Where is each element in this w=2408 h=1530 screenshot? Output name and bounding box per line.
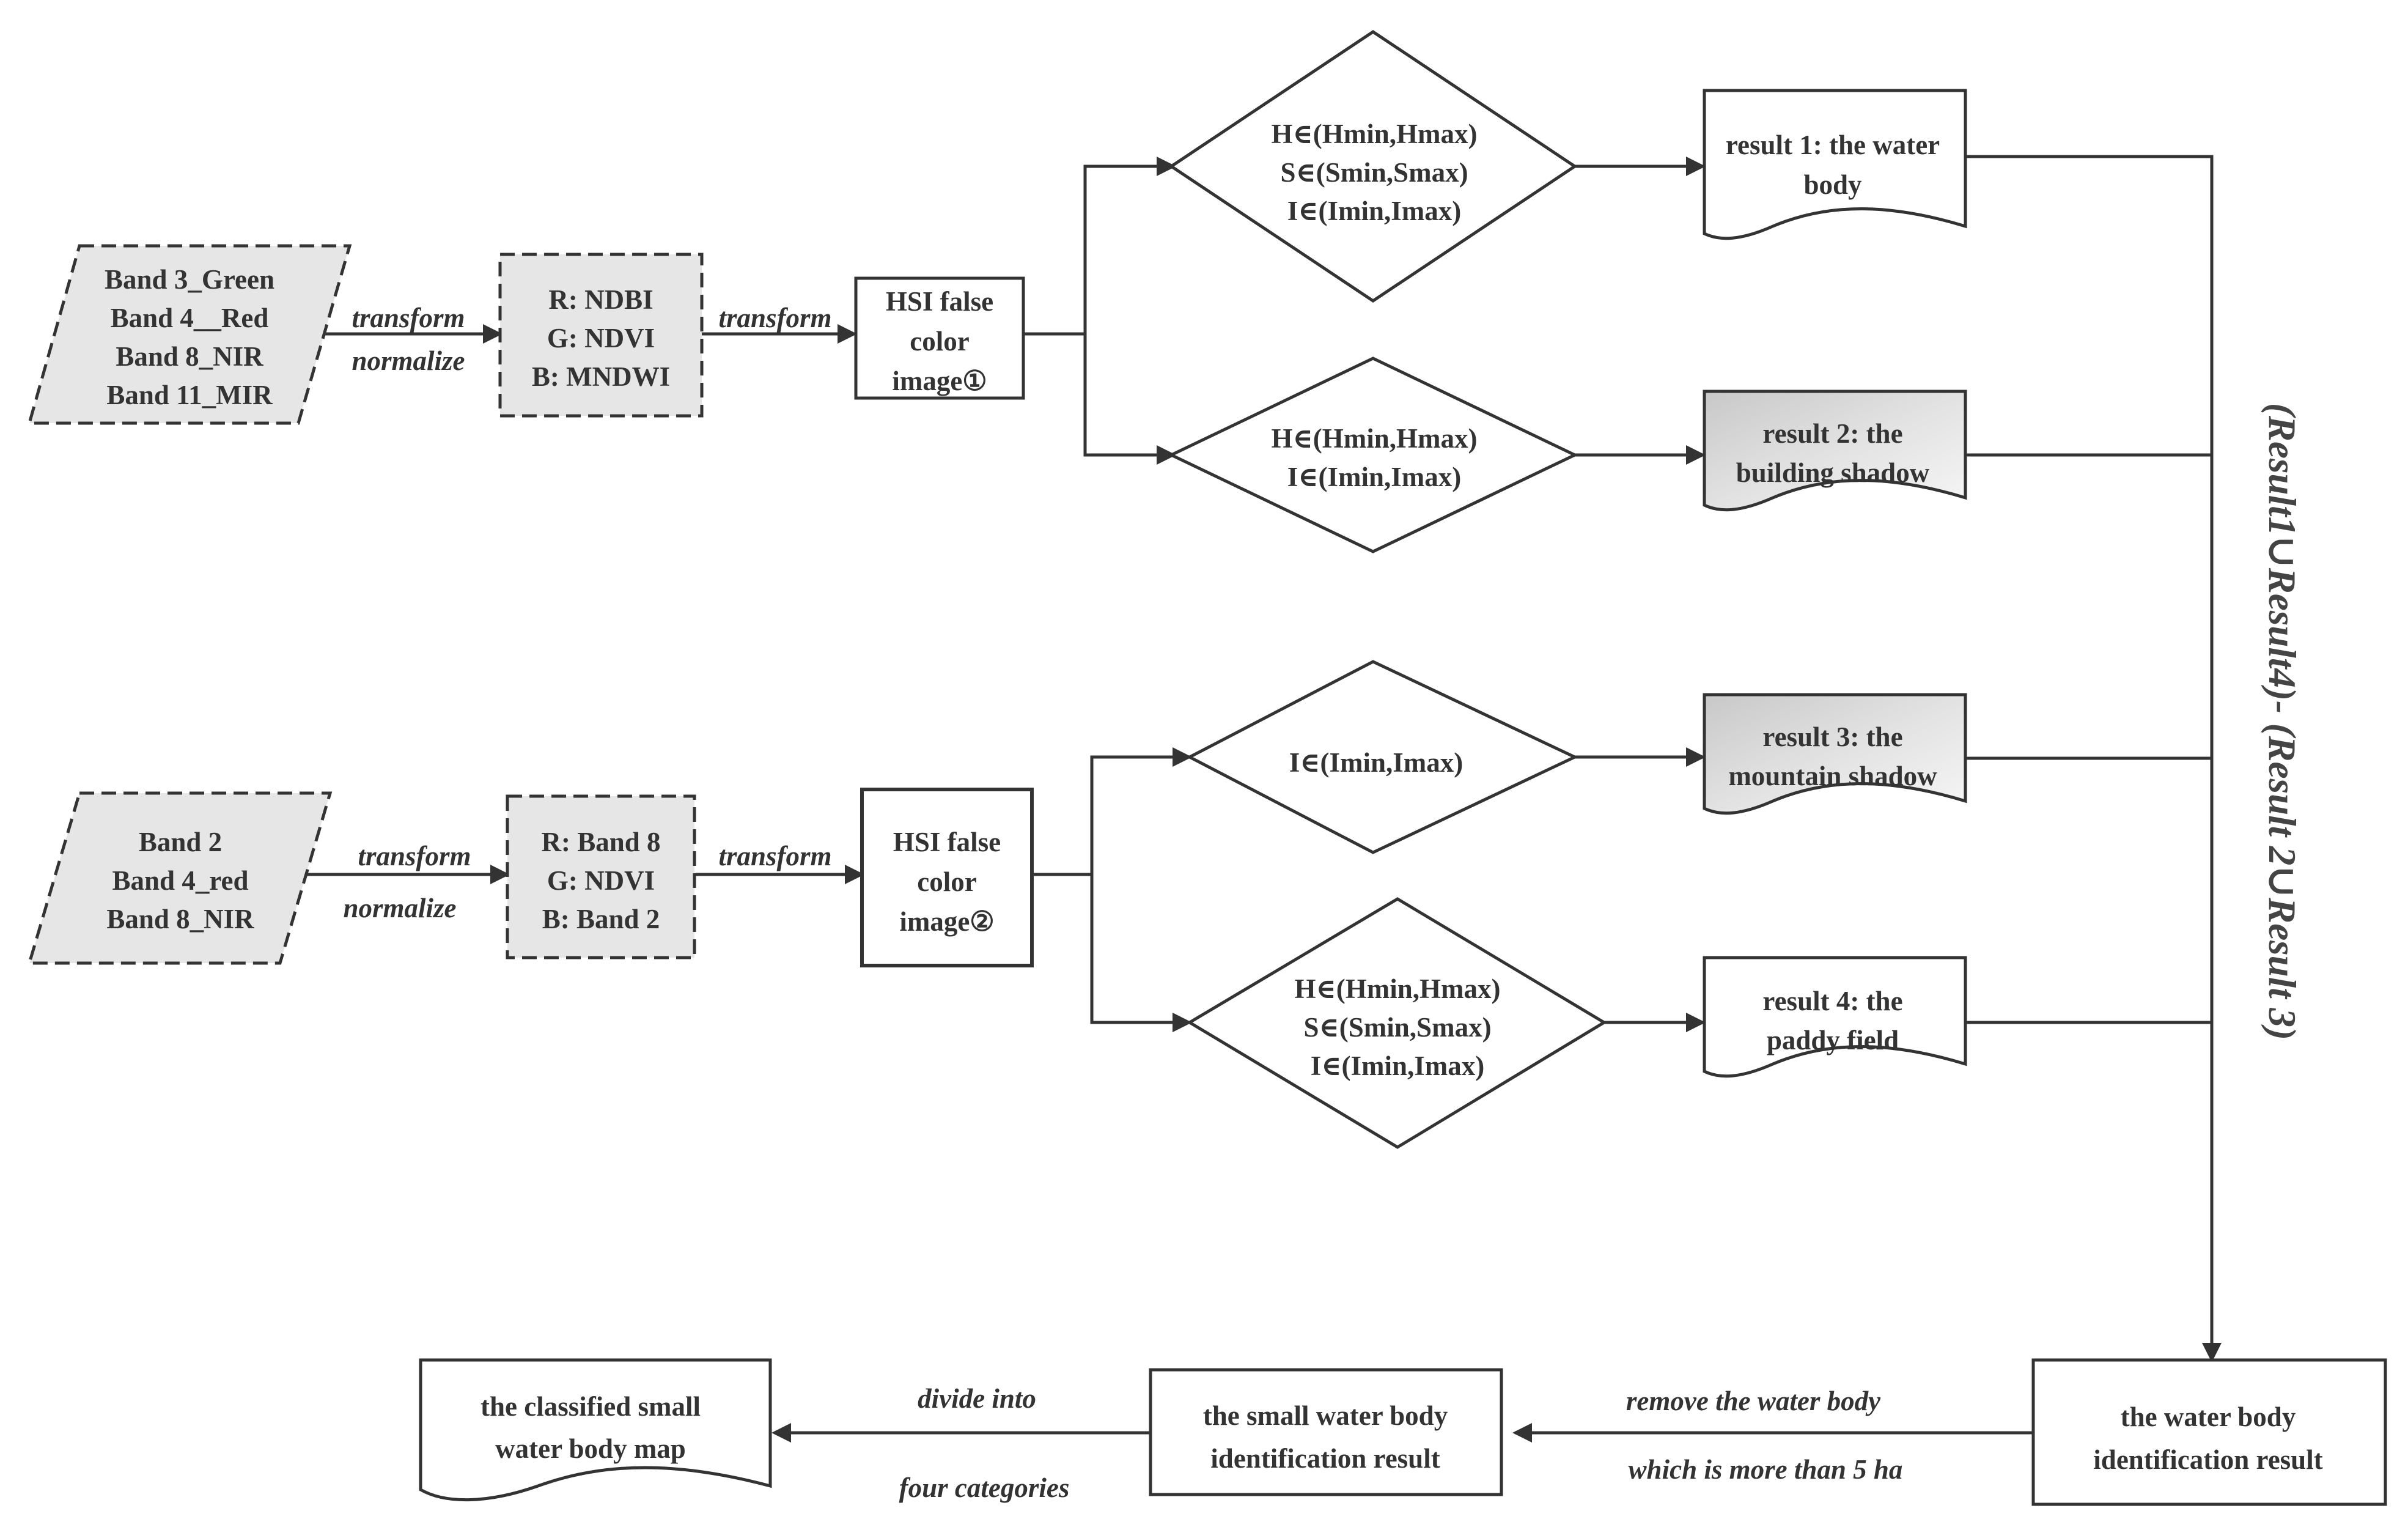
result2-document[interactable]	[1703, 390, 1967, 512]
shapes	[27, 29, 2387, 1506]
result4-line: result 4: the	[1762, 986, 1902, 1016]
input1-line: Band 3_Green	[105, 264, 274, 295]
edge-hsi1-to-cond2	[1083, 334, 1174, 457]
result3-document[interactable]	[1703, 693, 1967, 815]
comp1-box[interactable]	[498, 253, 704, 418]
hsi1-line: color	[910, 326, 969, 357]
cond4-line: I∈(Imin,Imax)	[1311, 1051, 1485, 1081]
hsi2-line: HSI false	[893, 827, 1001, 857]
edge-label-normalize: normalize	[352, 346, 465, 376]
edge-hsi2-to-cond4	[1090, 874, 1190, 1024]
result4-document[interactable]	[1703, 956, 1967, 1078]
water-result-line: identification result	[2093, 1444, 2322, 1475]
edge-label-divide: divide into	[918, 1383, 1036, 1414]
input1-parallelogram[interactable]	[27, 244, 352, 425]
edge-label-remove-threshold: which is more than 5 ha	[1629, 1454, 1903, 1485]
cond1-diamond[interactable]	[1168, 29, 1578, 303]
result1-line: result 1: the water	[1726, 130, 1940, 160]
edge-label-normalize: normalize	[343, 893, 456, 923]
edge-label-transform: transform	[358, 841, 471, 871]
connectors	[306, 155, 2214, 1435]
arrowhead	[1686, 157, 1706, 176]
cond2-line: I∈(Imin,Imax)	[1287, 462, 1462, 492]
edge-label-categories: four categories	[899, 1473, 1070, 1503]
comp2-line: R: Band 8	[541, 827, 660, 857]
comp2-box[interactable]	[506, 794, 696, 959]
result1-line: body	[1803, 169, 1862, 200]
cond2-line: H∈(Hmin,Hmax)	[1271, 423, 1477, 454]
water-result-box[interactable]	[2031, 1358, 2387, 1506]
input2-line: Band 4_red	[112, 865, 249, 896]
input1-line: Band 4__Red	[111, 303, 269, 333]
result3-line: result 3: the	[1762, 722, 1902, 752]
hsi1-line: HSI false	[886, 286, 993, 317]
cond1-line: S∈(Smin,Smax)	[1280, 157, 1468, 188]
arrowhead	[1686, 1013, 1706, 1032]
arrowhead	[2202, 1343, 2222, 1362]
comp2-line: G: NDVI	[547, 865, 655, 896]
cond2-diamond[interactable]	[1168, 357, 1578, 553]
arrowhead	[1157, 157, 1176, 176]
result1-document[interactable]	[1703, 89, 1967, 240]
arrowheads	[483, 157, 2222, 1443]
input2-line: Band 8_NIR	[106, 904, 254, 934]
arrowhead	[1157, 445, 1176, 465]
arrowhead	[490, 865, 510, 884]
arrowhead	[1173, 1013, 1192, 1032]
input1-line: Band 8_NIR	[116, 341, 263, 372]
classified-map-line: the classified small	[480, 1391, 701, 1422]
water-result-line: the water body	[2121, 1402, 2296, 1432]
arrowhead	[1173, 747, 1192, 767]
cond4-line: S∈(Smin,Smax)	[1303, 1012, 1491, 1043]
small-result-line: the small water body	[1203, 1400, 1448, 1431]
edge-label-transform: transform	[718, 841, 831, 871]
hsi2-box[interactable]	[860, 788, 1034, 967]
edge-labels: transform normalize transform transform …	[343, 303, 1902, 1503]
cond1-line: H∈(Hmin,Hmax)	[1271, 119, 1477, 149]
comp2-line: B: Band 2	[542, 904, 660, 934]
arrowhead	[838, 324, 857, 344]
result2-line: building shadow	[1736, 457, 1930, 488]
edge-results-collector	[1965, 155, 2214, 1360]
classified-map-line: water body map	[495, 1433, 686, 1464]
hsi2-line: color	[917, 867, 976, 897]
input1-line: Band 11_MIR	[106, 380, 273, 410]
arrowhead	[1686, 747, 1706, 767]
node-labels: Band 3_Green Band 4__Red Band 8_NIR Band…	[105, 119, 2323, 1475]
result4-line: paddy field	[1767, 1025, 1899, 1055]
comp1-line: G: NDVI	[547, 323, 655, 353]
cond3-line: I∈(Imin,Imax)	[1289, 747, 1464, 778]
small-result-box[interactable]	[1149, 1368, 1503, 1496]
input2-parallelogram[interactable]	[27, 791, 333, 965]
result3-line: mountain shadow	[1728, 761, 1937, 791]
hsi1-box[interactable]	[854, 276, 1025, 400]
result2-line: result 2: the	[1762, 418, 1902, 449]
comp1-line: B: MNDWI	[532, 361, 670, 392]
arrowhead	[845, 865, 864, 884]
input2-line: Band 2	[139, 827, 222, 857]
edge-label-transform: transform	[718, 303, 831, 333]
edge-label-remove: remove the water body	[1626, 1386, 1881, 1416]
arrowhead	[771, 1423, 791, 1443]
set-operation-formula: (Result1∪Result4)- (Result 2∪Result 3)	[2261, 403, 2303, 1040]
cond1-line: I∈(Imin,Imax)	[1287, 196, 1462, 226]
arrowhead	[483, 324, 503, 344]
cond4-line: H∈(Hmin,Hmax)	[1294, 974, 1500, 1004]
comp1-line: R: NDBI	[548, 284, 653, 315]
arrowhead	[1512, 1423, 1532, 1443]
cond3-diamond[interactable]	[1186, 660, 1578, 854]
classified-map-document[interactable]	[419, 1358, 772, 1502]
hsi2-line: image②	[899, 906, 994, 937]
small-result-line: identification result	[1210, 1443, 1440, 1474]
cond4-diamond[interactable]	[1187, 897, 1607, 1149]
edge-label-transform: transform	[352, 303, 465, 333]
edge-hsi2-branch	[1032, 755, 1190, 876]
edge-hsi1-branch	[1023, 164, 1174, 336]
hsi1-line: image①	[892, 366, 987, 396]
arrowhead	[1686, 445, 1706, 465]
